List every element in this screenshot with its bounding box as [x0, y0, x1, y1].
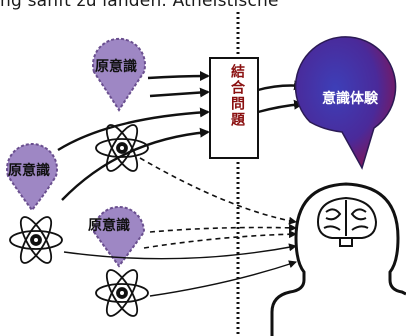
- dashed-arrow-2: [143, 230, 297, 249]
- dashed-arrow-1: [139, 157, 297, 225]
- atom-icon-3: [95, 269, 149, 317]
- binding-problem-box: [209, 57, 259, 159]
- proto-label-3: 原意識: [88, 218, 130, 234]
- proto-bubble-1: [92, 37, 146, 112]
- proto-bubble-2: [6, 143, 58, 212]
- arrow-proto1-to-box: [147, 71, 210, 82]
- brain-icon: [316, 196, 378, 247]
- arrow-atom2-to-head: [63, 243, 297, 260]
- proto-label-1: 原意識: [95, 59, 137, 75]
- head-figure: [270, 182, 406, 336]
- atom-icon-1: [95, 124, 149, 172]
- dashed-arrow-3: [149, 223, 297, 233]
- arrow-box-to-exp-2: [257, 99, 304, 114]
- atom-icon-2: [9, 216, 63, 264]
- binding-problem-label: 結合問題: [229, 64, 245, 128]
- header-text: ng sanft zu landen. Atheistische: [0, 0, 279, 11]
- arrow-proto1b-to-box: [149, 87, 210, 98]
- experience-label: 意識体験: [322, 91, 378, 107]
- arrow-proto2-to-box: [57, 107, 210, 152]
- arrow-atom3-to-head: [149, 260, 297, 297]
- experience-bubble: [294, 36, 397, 170]
- proto-label-2: 原意識: [8, 163, 50, 179]
- arrow-proto3-to-box: [61, 127, 210, 201]
